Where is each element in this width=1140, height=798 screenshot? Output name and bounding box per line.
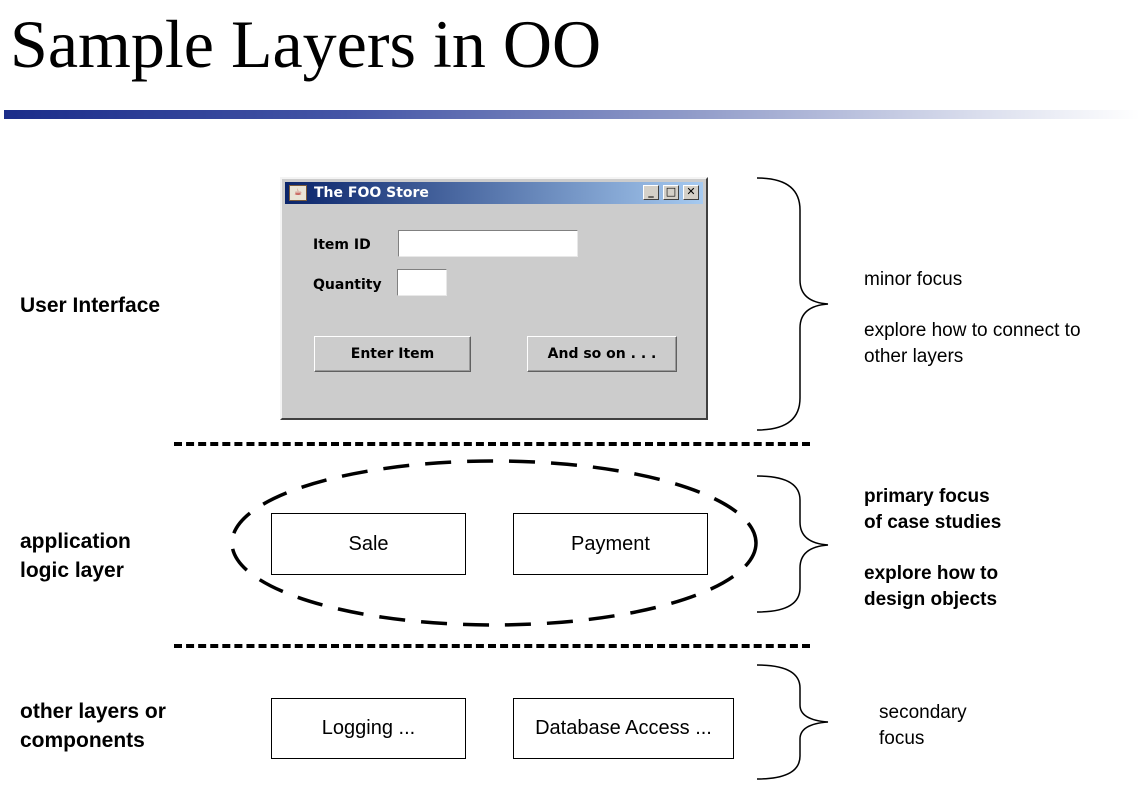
and-so-on-button[interactable]: And so on . . . <box>527 336 677 372</box>
maximize-icon[interactable]: □ <box>663 185 679 200</box>
minimize-icon[interactable]: _ <box>643 185 659 200</box>
payment-box: Payment <box>513 513 708 575</box>
layer-label-user-interface: User Interface <box>20 294 161 317</box>
item-id-input[interactable] <box>398 230 578 257</box>
database-access-box: Database Access ... <box>513 698 734 759</box>
close-icon[interactable]: ✕ <box>683 185 699 200</box>
enter-item-button[interactable]: Enter Item <box>314 336 471 372</box>
ui-note-explore: explore how to connect to other layers <box>864 320 1081 367</box>
layer-label-application-logic: application logic layer <box>20 530 131 582</box>
ui-note-minor-focus: minor focus <box>864 269 963 290</box>
logging-box: Logging ... <box>271 698 466 759</box>
slide-title: Sample Layers in OO <box>10 6 602 82</box>
window-titlebar[interactable]: ☕ The FOO Store _ □ ✕ <box>285 182 703 204</box>
layer-label-other-layers: other layers or components <box>20 700 166 752</box>
logic-note-explore: explore how to design objects <box>864 563 999 610</box>
title-underline-bar <box>4 110 1140 119</box>
item-id-label: Item ID <box>313 237 371 253</box>
brace-ui <box>756 177 829 431</box>
quantity-input[interactable] <box>397 269 447 296</box>
layer-separator-2 <box>174 644 810 648</box>
other-note-secondary-focus: secondary focus <box>879 702 967 749</box>
java-cup-icon: ☕ <box>289 185 307 201</box>
foo-store-window: ☕ The FOO Store _ □ ✕ Item ID Quantity E… <box>280 177 708 420</box>
logic-note-primary-focus: primary focus of case studies <box>864 486 1002 533</box>
layer-separator-1 <box>174 442 810 446</box>
sale-box: Sale <box>271 513 466 575</box>
window-title: The FOO Store <box>314 185 429 201</box>
brace-other <box>756 664 829 780</box>
logic-layer-ellipse <box>230 459 758 627</box>
brace-logic <box>756 475 829 613</box>
quantity-label: Quantity <box>313 277 382 293</box>
